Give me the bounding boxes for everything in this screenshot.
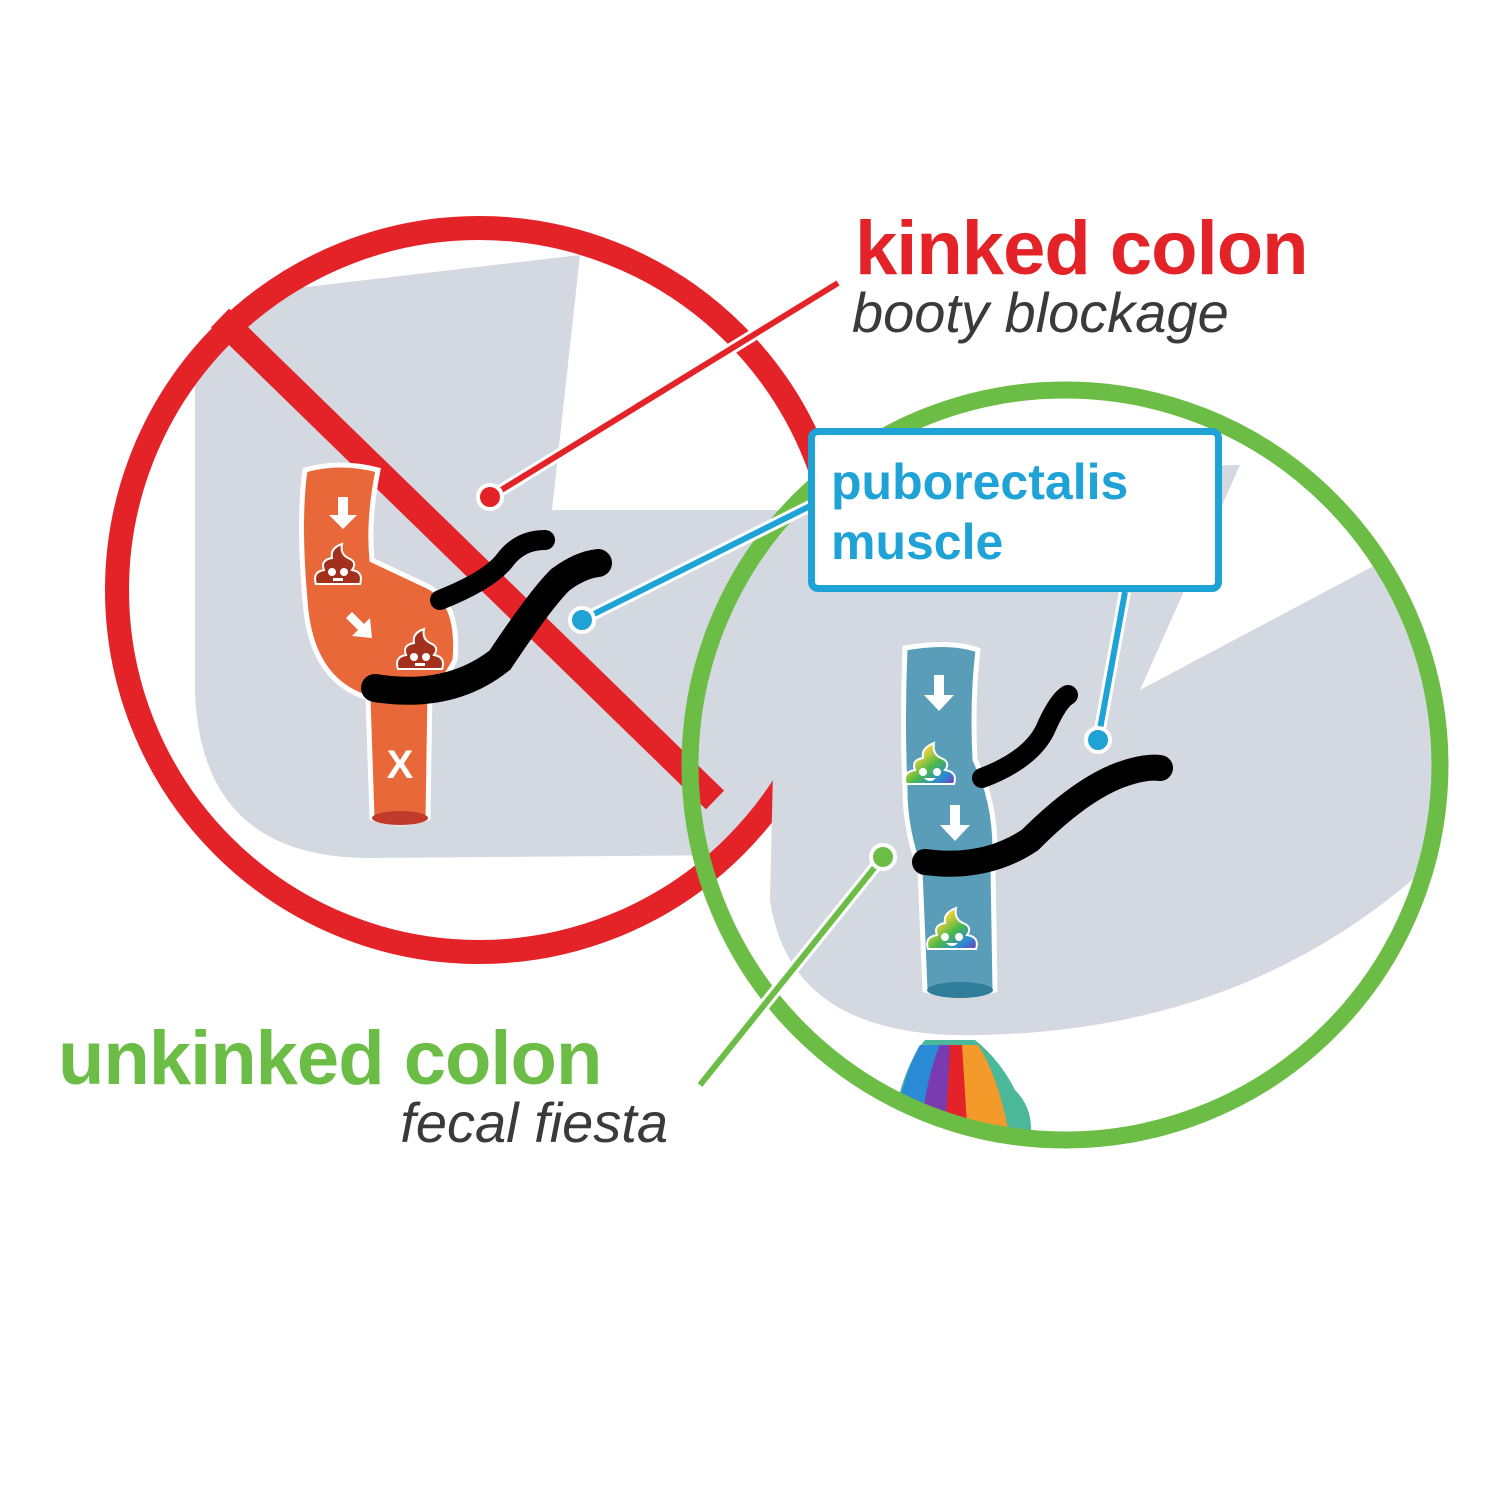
muscle-leader-line-left bbox=[580, 502, 814, 623]
unkinked-colon bbox=[901, 641, 998, 998]
kinked-leader-line bbox=[488, 280, 840, 500]
muscle-label-line2: muscle bbox=[831, 514, 1004, 570]
kinked-colon-subtitle: booty blockage bbox=[852, 281, 1229, 344]
muscle-leader-line-right bbox=[1095, 591, 1128, 741]
unkinked-colon-subtitle: fecal fiesta bbox=[400, 1091, 668, 1154]
unkinked-leader-dot bbox=[869, 843, 897, 871]
unkinked-leader-line bbox=[697, 855, 886, 1087]
muscle-label-line1: puborectalis bbox=[831, 454, 1129, 510]
kinked-colon-title: kinked colon bbox=[855, 206, 1309, 291]
diagonal-arrow-icon bbox=[346, 612, 372, 638]
unkinked-panel bbox=[681, 381, 1449, 1149]
muscle-leader-dot-right bbox=[1084, 726, 1112, 754]
kinked-leader-dot bbox=[476, 483, 504, 511]
muscle-leader-dot-left bbox=[568, 606, 596, 634]
puborectalis-muscle-left bbox=[361, 530, 612, 705]
down-arrow-icon bbox=[940, 805, 970, 841]
blocked-x-mark: X bbox=[387, 743, 414, 787]
puborectalis-muscle-right bbox=[912, 685, 1173, 877]
prohibition-slash bbox=[210, 308, 725, 810]
down-arrow-icon bbox=[329, 497, 357, 529]
approval-circle bbox=[681, 381, 1449, 1149]
puborectalis-label-box: puborectalis muscle bbox=[808, 428, 1222, 592]
down-arrow-icon bbox=[924, 675, 954, 711]
unkinked-colon-title: unkinked colon bbox=[58, 1016, 602, 1101]
leader-lines bbox=[476, 277, 1131, 1089]
